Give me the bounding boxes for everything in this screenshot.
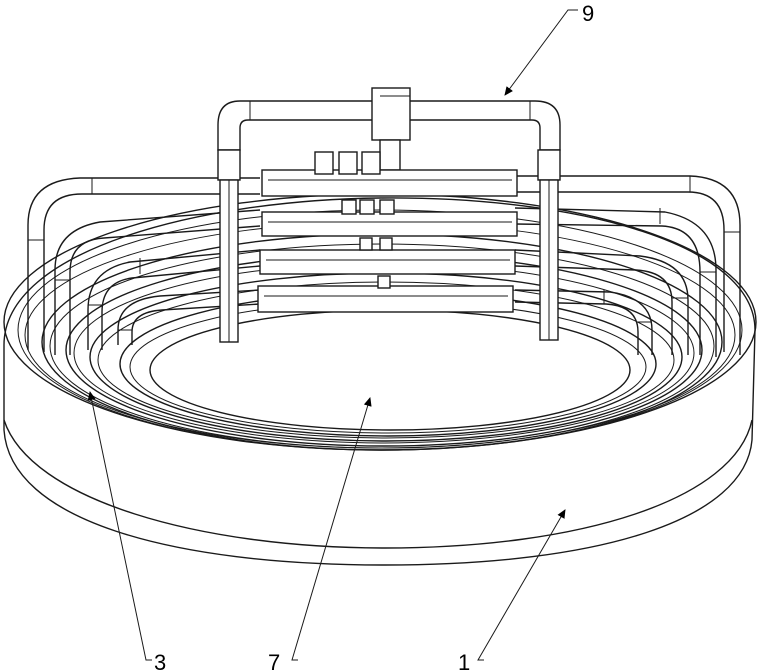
leader-lines: [87, 9, 578, 661]
label-part-3: 3: [154, 650, 166, 672]
pipe-set: [27, 175, 741, 357]
gantry-frame: [217, 87, 561, 343]
label-part-9: 9: [582, 1, 594, 26]
label-part-7: 7: [268, 650, 280, 672]
label-part-1: 1: [458, 650, 470, 672]
carriage-stack: [257, 151, 518, 313]
